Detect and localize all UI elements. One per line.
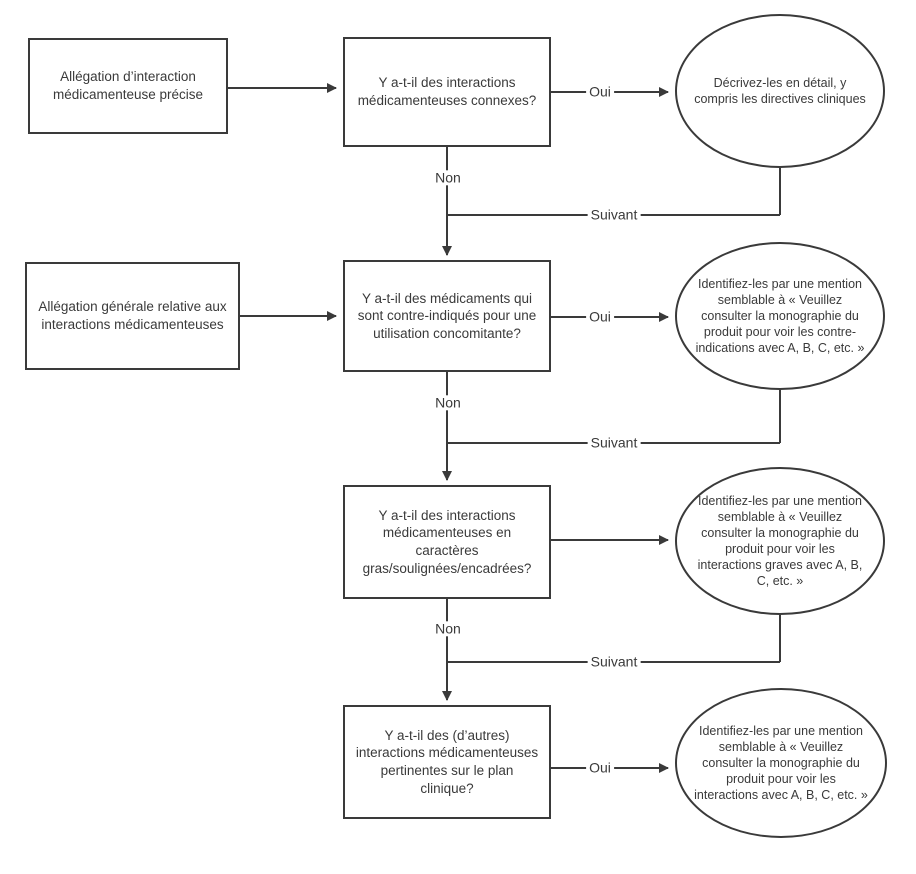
- edge-label-suivant-2: Suivant: [587, 434, 641, 451]
- node-question-interactions-connexes: Y a-t-il des interactions médicamenteuse…: [343, 37, 551, 147]
- edge-label-oui-2: Oui: [586, 308, 614, 325]
- node-allegation-precise: Allégation d’interaction médicamenteuse …: [28, 38, 228, 134]
- node-allegation-generale: Allégation générale relative aux interac…: [25, 262, 240, 370]
- node-question-caracteres-gras-label: Y a-t-il des interactions médicamenteuse…: [362, 507, 532, 576]
- node-identifiez-interactions: Identifiez-les par une mention semblable…: [675, 688, 887, 838]
- node-question-caracteres-gras: Y a-t-il des interactions médicamenteuse…: [343, 485, 551, 599]
- node-question-contre-indiques-label: Y a-t-il des médicaments qui sont contre…: [357, 290, 537, 341]
- node-allegation-precise-label: Allégation d’interaction médicamenteuse …: [52, 69, 204, 102]
- edge-label-non-3: Non: [432, 620, 464, 637]
- edge-label-suivant-1: Suivant: [587, 206, 641, 223]
- edge-label-non-1: Non: [432, 169, 464, 186]
- node-identifiez-contre-indications-label: Identifiez-les par une mention semblable…: [695, 277, 865, 355]
- node-decrivez-detail-label: Décrivez-les en détail, y compris les di…: [694, 76, 866, 106]
- edge-label-oui-1: Oui: [586, 83, 614, 100]
- node-question-pertinentes-clinique-label: Y a-t-il des (d’autres) interactions méd…: [355, 727, 539, 796]
- node-identifiez-interactions-graves-label: Identifiez-les par une mention semblable…: [697, 494, 863, 588]
- node-question-contre-indiques: Y a-t-il des médicaments qui sont contre…: [343, 260, 551, 372]
- node-allegation-generale-label: Allégation générale relative aux interac…: [38, 299, 227, 332]
- node-decrivez-detail: Décrivez-les en détail, y compris les di…: [675, 14, 885, 168]
- node-identifiez-interactions-graves: Identifiez-les par une mention semblable…: [675, 467, 885, 615]
- node-question-pertinentes-clinique: Y a-t-il des (d’autres) interactions méd…: [343, 705, 551, 819]
- node-question-interactions-connexes-label: Y a-t-il des interactions médicamenteuse…: [357, 75, 537, 108]
- node-identifiez-contre-indications: Identifiez-les par une mention semblable…: [675, 242, 885, 390]
- edge-label-oui-4: Oui: [586, 759, 614, 776]
- node-identifiez-interactions-label: Identifiez-les par une mention semblable…: [694, 724, 868, 802]
- edge-label-non-2: Non: [432, 394, 464, 411]
- edge-label-suivant-3: Suivant: [587, 653, 641, 670]
